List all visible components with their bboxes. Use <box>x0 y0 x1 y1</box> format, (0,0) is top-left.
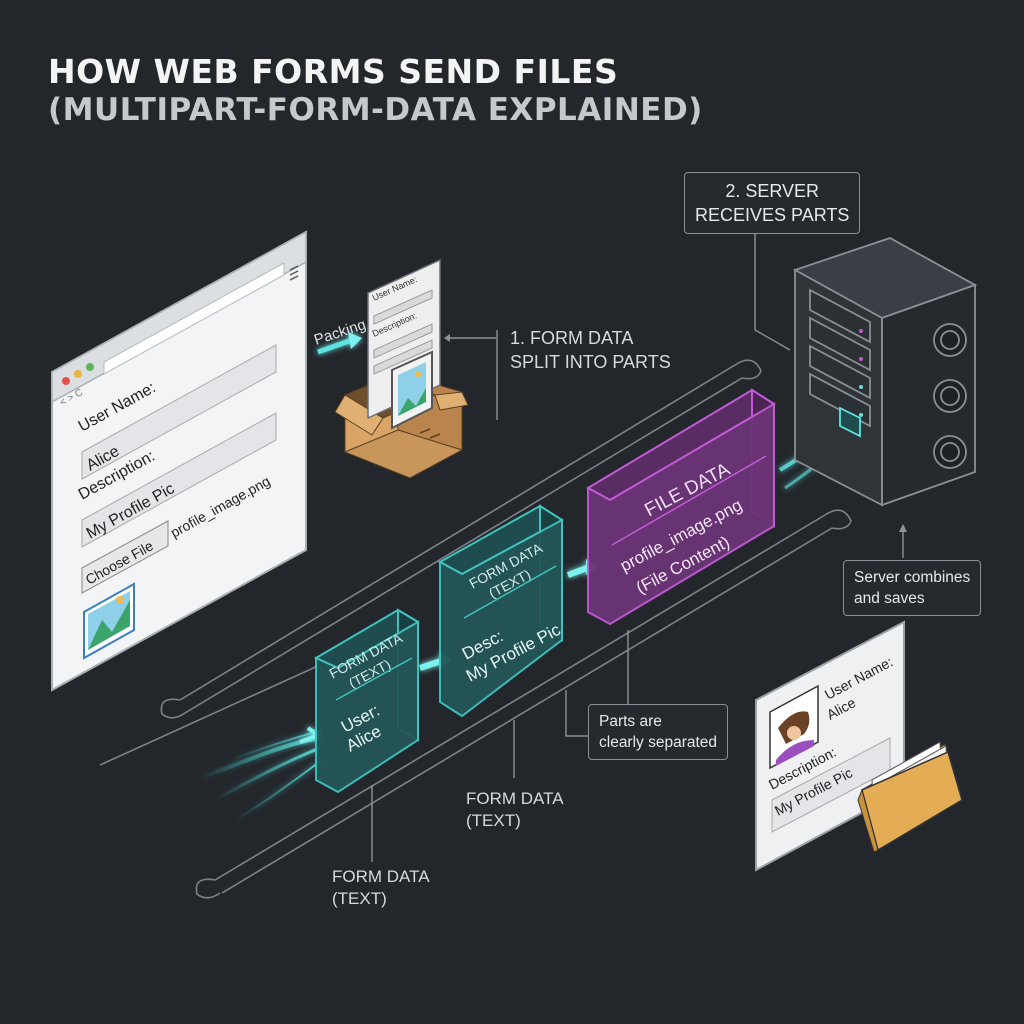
server-rack <box>792 237 978 507</box>
diagram-subtitle: (MULTIPART-FORM-DATA EXPLAINED) <box>48 92 703 128</box>
form-data-part: FORM DATA (TEXT) Desc: My Profile Pic <box>437 504 564 718</box>
fan-icon <box>933 379 967 413</box>
separated-callout: Parts are clearly separated <box>588 704 729 760</box>
step1-label-line: 1. FORM DATA <box>510 328 634 348</box>
diagram-title: HOW WEB FORMS SEND FILES <box>48 52 619 91</box>
separated-callout-line: Parts are <box>599 713 662 730</box>
server-slot <box>809 344 871 400</box>
fan-icon <box>933 435 967 469</box>
part1-caption: FORM DATA (TEXT) <box>332 866 430 910</box>
part1-caption-line: FORM DATA <box>332 867 430 886</box>
image-thumbnail-icon <box>83 582 135 660</box>
file-data-part: FILE DATA profile_image.png (File Conten… <box>585 388 776 626</box>
part2-caption-line: FORM DATA <box>466 789 564 808</box>
username-field[interactable] <box>81 344 277 480</box>
avatar <box>769 684 819 770</box>
data-stream <box>199 726 323 821</box>
menu-icon <box>289 265 299 281</box>
step2-callout-line: RECEIVES PARTS <box>695 205 850 225</box>
server-callout: Server combines and saves <box>843 560 982 616</box>
form-data-part: FORM DATA (TEXT) User: Alice <box>313 608 420 794</box>
pipe-rails <box>99 359 852 899</box>
separated-callout-line: clearly separated <box>599 734 718 751</box>
server-slot <box>809 372 871 428</box>
server-callout-line: and saves <box>854 590 925 607</box>
server-slot <box>809 316 871 372</box>
part2-caption-line: (TEXT) <box>466 811 521 830</box>
part1-caption-line: (TEXT) <box>332 889 387 908</box>
packing-arrow <box>317 332 362 355</box>
server-slot <box>809 288 871 344</box>
choose-file-button[interactable] <box>81 520 169 594</box>
step1-label: 1. FORM DATA SPLIT INTO PARTS <box>510 326 671 374</box>
window-close-dot <box>62 377 70 385</box>
browser-window: < > C User Name: Alice Description: My P… <box>51 230 307 692</box>
window-maximize-dot <box>86 363 94 371</box>
step2-callout: 2. SERVER RECEIVES PARTS <box>684 172 861 234</box>
leader-lines <box>371 216 904 862</box>
server-callout-line: Server combines <box>854 569 971 586</box>
part2-caption: FORM DATA (TEXT) <box>466 788 564 832</box>
step2-callout-line: 2. SERVER <box>725 181 820 201</box>
folder-icon <box>857 741 963 853</box>
step1-label-line: SPLIT INTO PARTS <box>510 352 671 372</box>
address-bar[interactable] <box>103 262 285 375</box>
window-minimize-dot <box>74 370 82 378</box>
fan-icon <box>933 323 967 357</box>
description-field[interactable] <box>81 412 277 548</box>
packed-image-icon <box>391 350 433 430</box>
